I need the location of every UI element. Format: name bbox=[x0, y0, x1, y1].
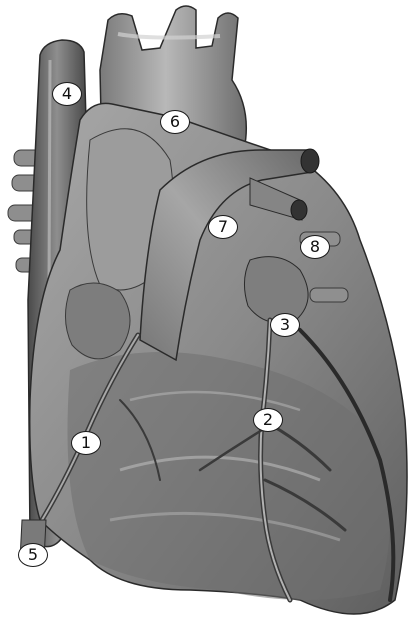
marker-3: 3 bbox=[270, 313, 300, 337]
marker-5-label: 5 bbox=[28, 547, 38, 563]
marker-7: 7 bbox=[208, 215, 238, 239]
marker-1-label: 1 bbox=[81, 435, 91, 451]
marker-6: 6 bbox=[160, 110, 190, 134]
marker-3-label: 3 bbox=[280, 317, 290, 333]
marker-4-label: 4 bbox=[62, 86, 72, 102]
marker-7-label: 7 bbox=[218, 219, 228, 235]
marker-2-label: 2 bbox=[263, 412, 273, 428]
marker-5: 5 bbox=[18, 543, 48, 567]
marker-4: 4 bbox=[52, 82, 82, 106]
marker-1: 1 bbox=[71, 431, 101, 455]
marker-2: 2 bbox=[253, 408, 283, 432]
marker-8-label: 8 bbox=[310, 239, 320, 255]
marker-8: 8 bbox=[300, 235, 330, 259]
marker-6-label: 6 bbox=[170, 114, 180, 130]
